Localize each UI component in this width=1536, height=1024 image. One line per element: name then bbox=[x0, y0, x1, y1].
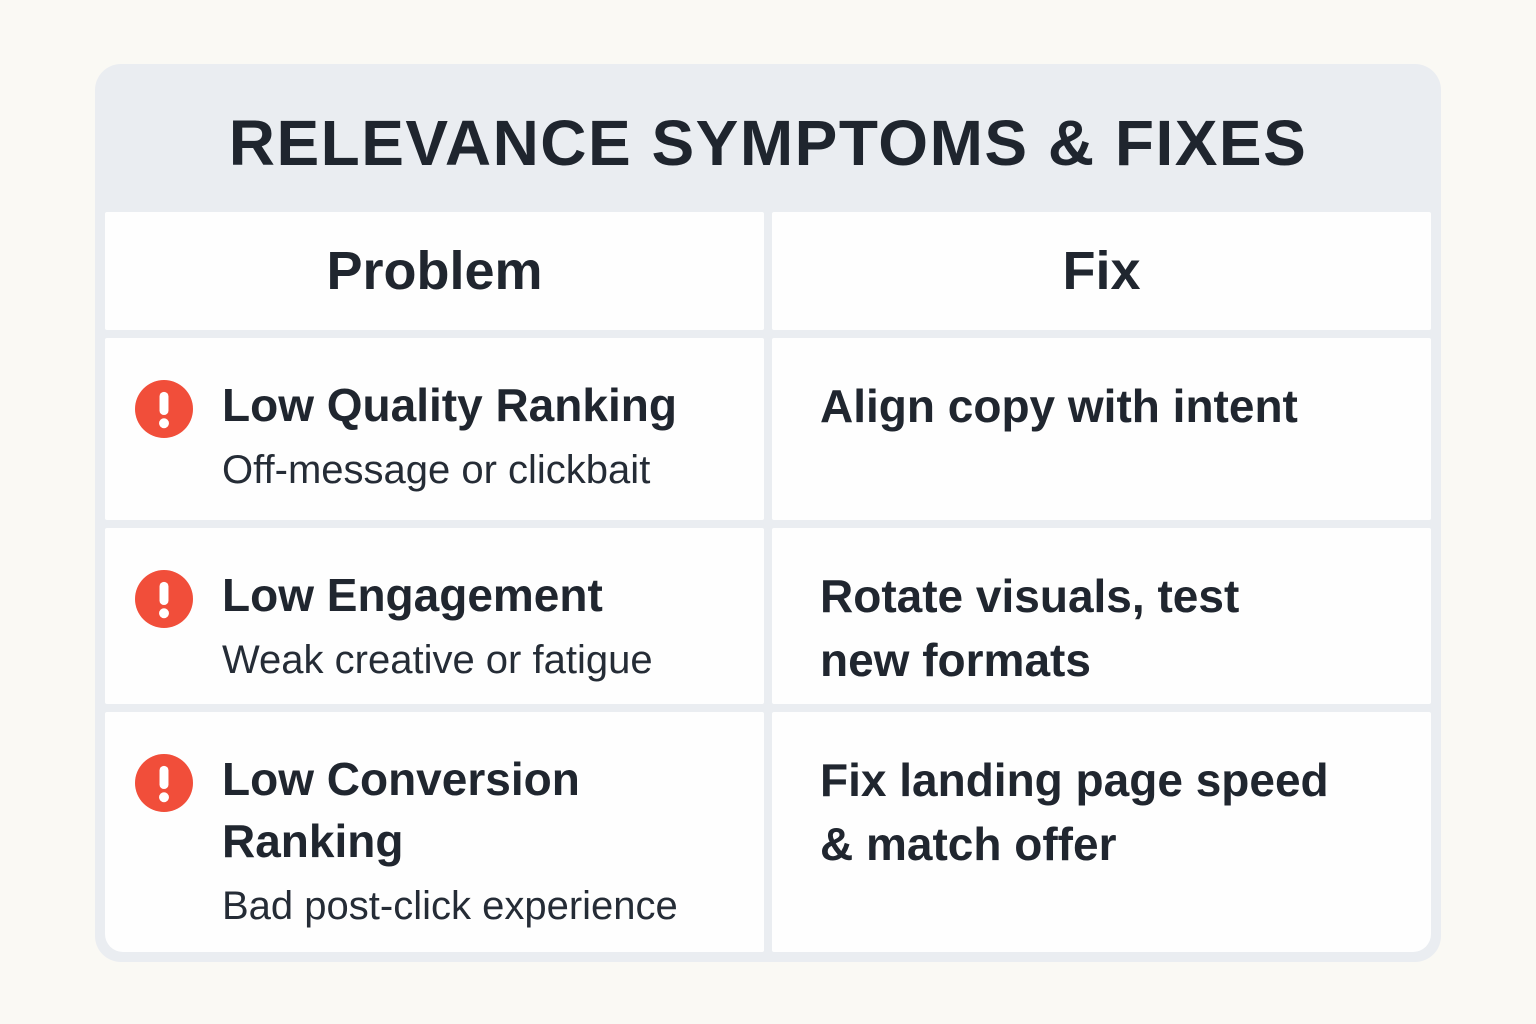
column-header-problem: Problem bbox=[105, 211, 764, 330]
relevance-table-card: RELEVANCE SYMPTOMS & FIXES Problem Fix L… bbox=[95, 64, 1441, 962]
column-header-fix: Fix bbox=[772, 211, 1431, 330]
problem-text-block: Low Quality Ranking Off-message or click… bbox=[222, 374, 677, 496]
table-row-3-problem: Low Conversion Ranking Bad post-click ex… bbox=[105, 711, 764, 952]
alert-exclamation-icon bbox=[135, 379, 193, 438]
symptoms-fixes-table: Problem Fix Low Quality Ranking Off-mess… bbox=[105, 211, 1431, 952]
column-header-problem-label: Problem bbox=[326, 240, 543, 301]
fix-text: Align copy with intent bbox=[820, 379, 1298, 432]
problem-subtitle: Off-message or clickbait bbox=[222, 447, 651, 492]
problem-title: Low Quality Ranking bbox=[222, 378, 677, 431]
column-header-fix-label: Fix bbox=[1062, 240, 1141, 301]
problem-title: Low Engagement bbox=[222, 568, 603, 621]
problem-text-block: Low Engagement Weak creative or fatigue bbox=[222, 564, 653, 686]
table-row-3-fix: Fix landing page speed & match offer bbox=[772, 711, 1431, 952]
fix-text: Rotate visuals, test new formats bbox=[820, 569, 1240, 687]
table-row-2-fix: Rotate visuals, test new formats bbox=[772, 527, 1431, 704]
alert-exclamation-icon bbox=[135, 753, 193, 812]
table-row-2-problem: Low Engagement Weak creative or fatigue bbox=[105, 527, 764, 704]
page-title: RELEVANCE SYMPTOMS & FIXES bbox=[228, 106, 1308, 179]
problem-text-block: Low Conversion Ranking Bad post-click ex… bbox=[222, 748, 678, 932]
problem-subtitle: Bad post-click experience bbox=[222, 884, 678, 928]
problem-title: Low Conversion Ranking bbox=[222, 752, 580, 867]
table-row-1-fix: Align copy with intent bbox=[772, 337, 1431, 520]
table-row-1-problem: Low Quality Ranking Off-message or click… bbox=[105, 337, 764, 520]
alert-exclamation-icon bbox=[135, 569, 193, 628]
fix-text: Fix landing page speed & match offer bbox=[820, 753, 1329, 871]
problem-subtitle: Weak creative or fatigue bbox=[222, 637, 653, 682]
